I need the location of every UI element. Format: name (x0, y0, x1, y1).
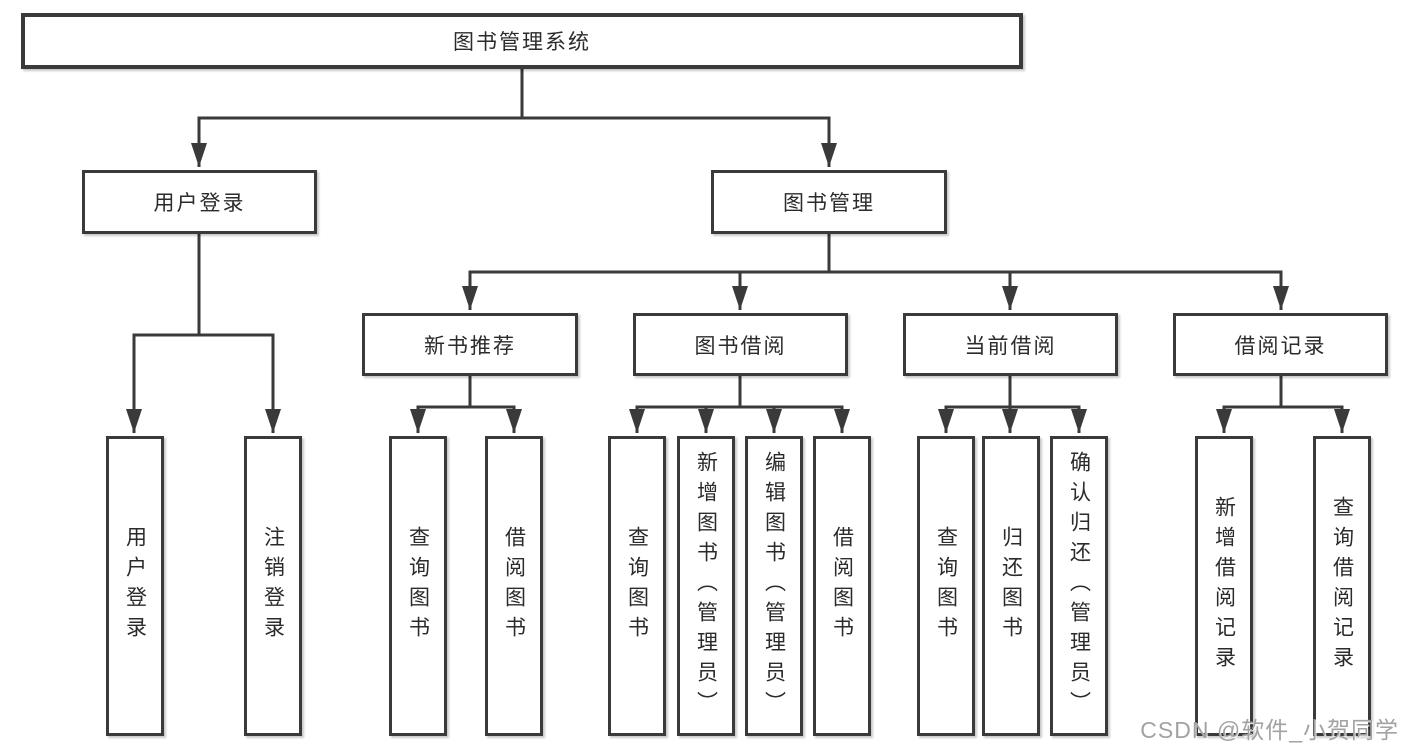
node-borrowing-records: 借阅记录 (1173, 313, 1388, 376)
leaf-borrowing-add-books-admin: 新增图书（管理员） (677, 436, 735, 736)
leaf-newbook-borrow-books: 借阅图书 (485, 436, 543, 736)
leaf-label: 归还图书 (999, 526, 1023, 646)
leaf-borrowing-edit-books-admin: 编辑图书（管理员） (745, 436, 803, 736)
leaf-borrowing-query-books: 查询图书 (608, 436, 666, 736)
node-new-book-recommend: 新书推荐 (362, 313, 578, 376)
leaf-label: 新增图书（管理员） (694, 451, 718, 721)
leaf-label: 借阅图书 (502, 526, 526, 646)
node-label: 当前借阅 (964, 334, 1057, 358)
leaf-logout: 注销登录 (244, 436, 302, 736)
leaf-label: 编辑图书（管理员） (762, 451, 786, 721)
node-label: 图书管理系统 (453, 31, 591, 54)
leaf-current-confirm-return-admin: 确认归还（管理员） (1050, 436, 1108, 736)
leaf-borrowing-borrow-books: 借阅图书 (813, 436, 871, 736)
node-label: 图书管理 (783, 192, 875, 215)
leaf-label: 查询图书 (625, 526, 649, 646)
leaf-label: 借阅图书 (830, 526, 854, 646)
node-label: 借阅记录 (1234, 334, 1327, 358)
leaf-current-return-books: 归还图书 (982, 436, 1040, 736)
node-label: 新书推荐 (424, 334, 516, 358)
node-label: 图书借阅 (694, 334, 787, 358)
leaf-label: 查询图书 (934, 526, 958, 646)
leaf-user-login: 用户登录 (106, 436, 164, 736)
leaf-label: 注销登录 (261, 526, 285, 646)
leaf-label: 新增借阅记录 (1212, 496, 1236, 676)
leaf-records-add-borrow-record: 新增借阅记录 (1195, 436, 1253, 736)
node-user-login: 用户登录 (82, 170, 317, 234)
leaf-current-query-books: 查询图书 (917, 436, 975, 736)
leaf-records-query-borrow-record: 查询借阅记录 (1313, 436, 1371, 736)
csdn-watermark: CSDN @软件_小贺同学 (1140, 717, 1399, 743)
node-book-borrowing: 图书借阅 (633, 313, 848, 376)
leaf-label: 确认归还（管理员） (1067, 451, 1091, 721)
leaf-newbook-query-books: 查询图书 (389, 436, 447, 736)
leaf-label: 用户登录 (123, 526, 147, 646)
node-library-management-system: 图书管理系统 (21, 13, 1023, 69)
node-current-borrowing: 当前借阅 (903, 313, 1118, 376)
leaf-label: 查询图书 (406, 526, 430, 646)
node-book-management: 图书管理 (711, 170, 947, 234)
node-label: 用户登录 (153, 192, 246, 215)
leaf-label: 查询借阅记录 (1330, 496, 1354, 676)
